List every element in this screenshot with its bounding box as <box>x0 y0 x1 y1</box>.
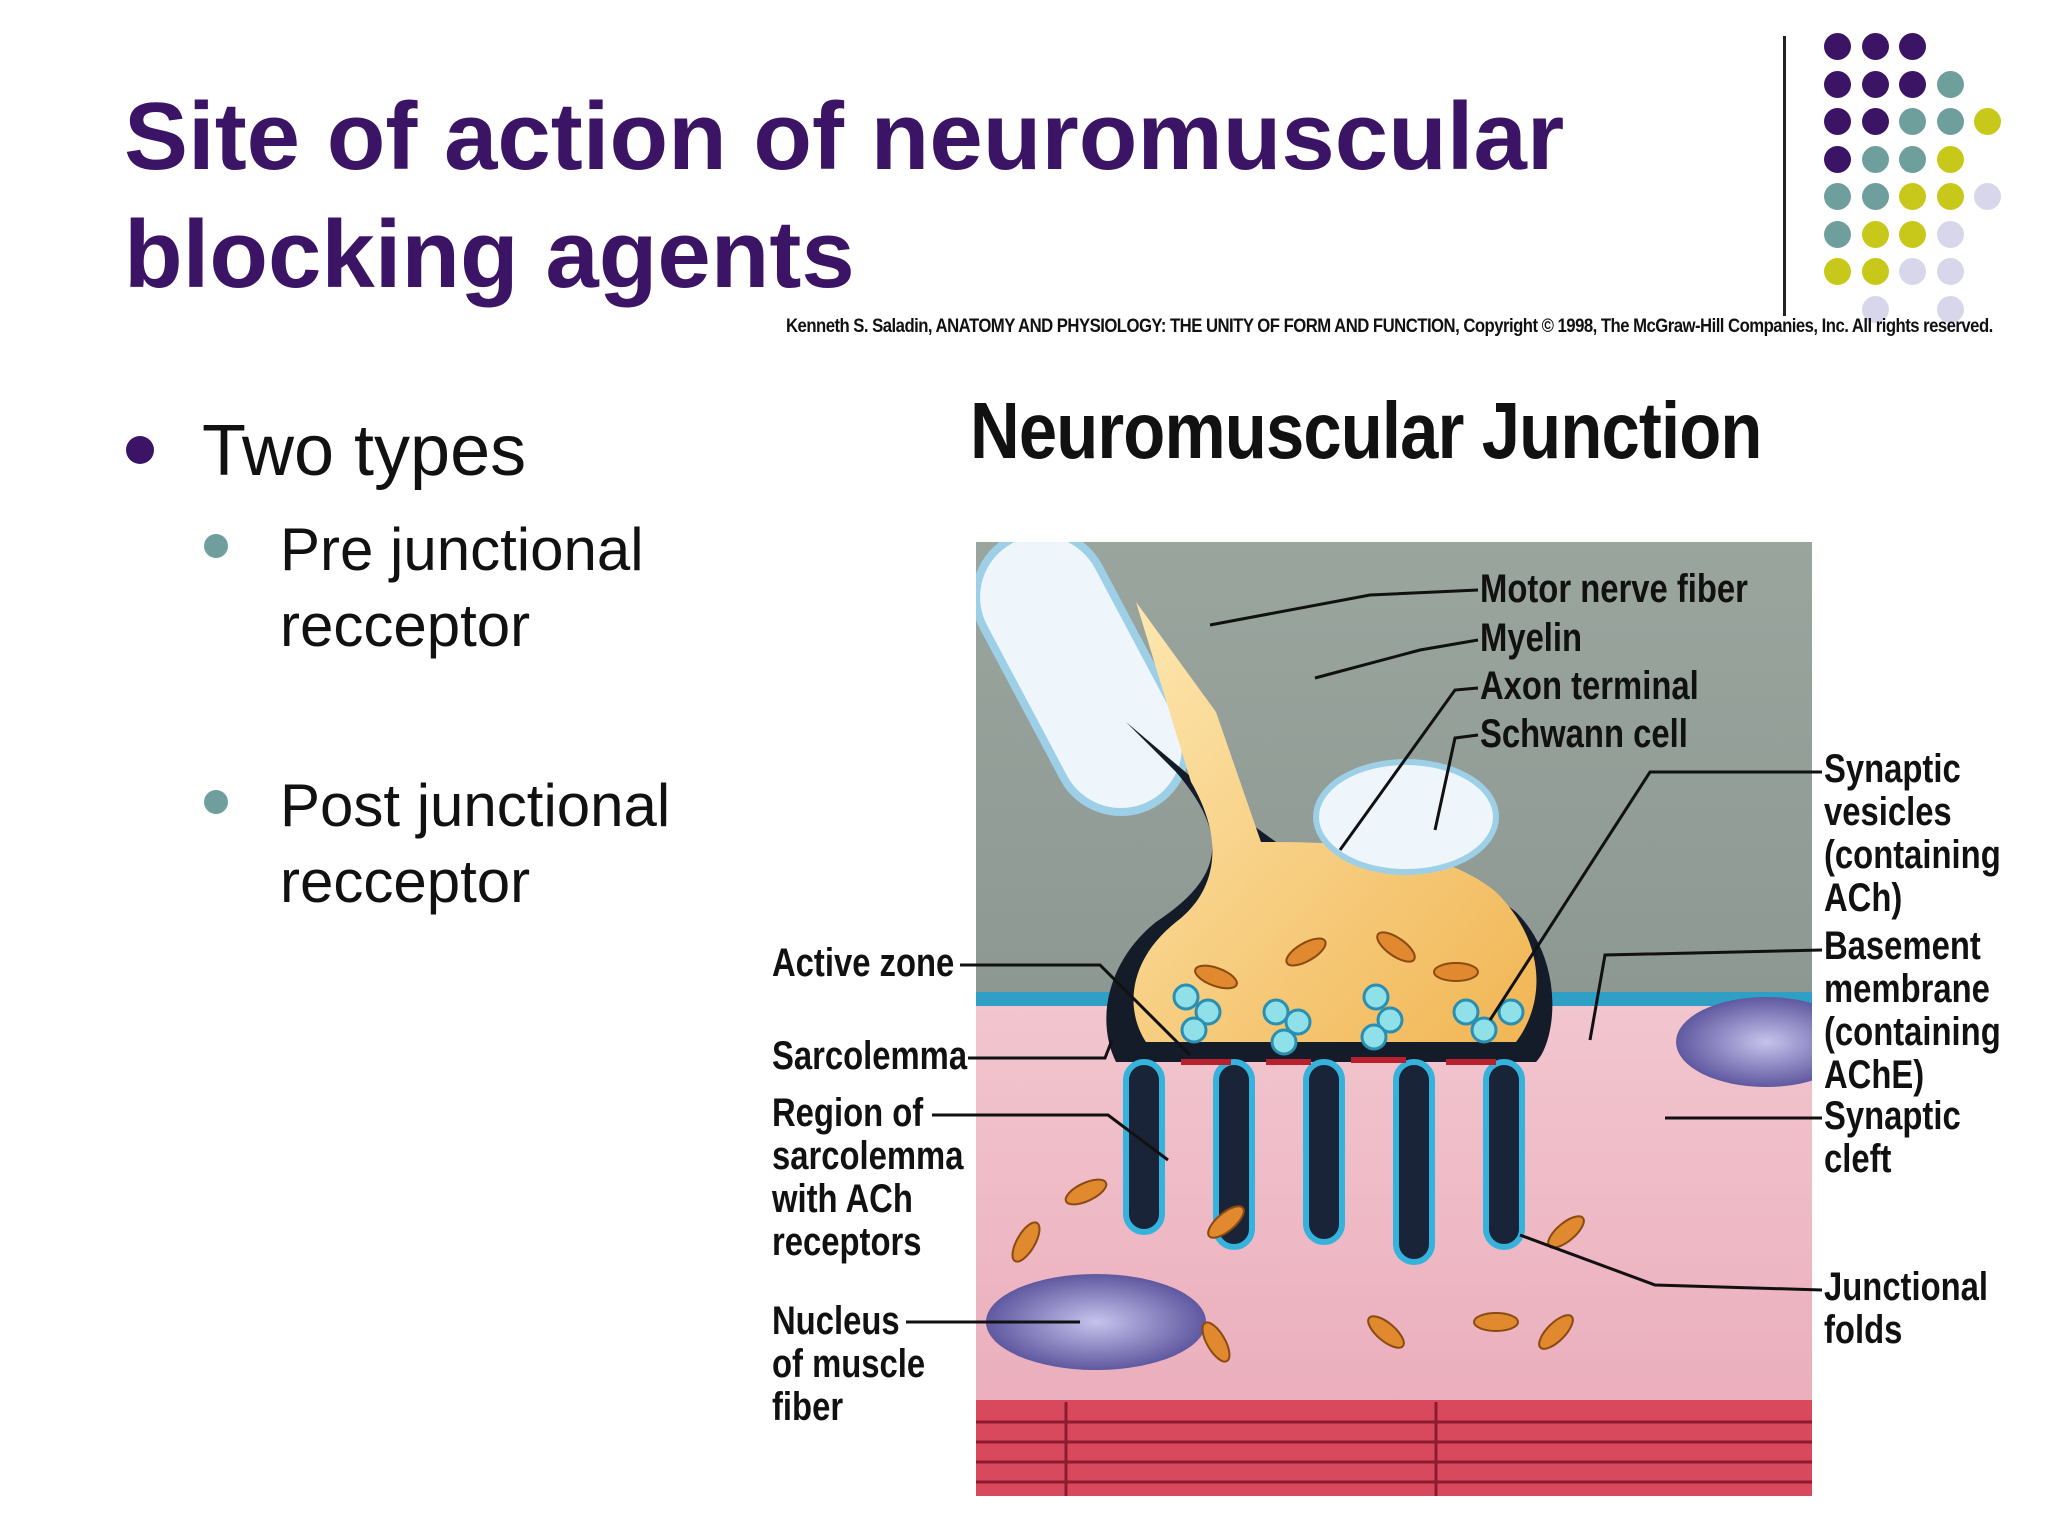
bullet-main-text: Two types <box>202 411 527 491</box>
label-active-zone: Active zone <box>772 941 955 985</box>
sub-bullet-line: recceptor <box>280 848 531 915</box>
label-line: Synaptic <box>1824 1094 1961 1138</box>
sub-bullet-text: Post junctional recceptor <box>280 768 840 920</box>
decorative-dot <box>1899 108 1926 135</box>
label-line: with ACh <box>772 1177 913 1221</box>
decorative-dot <box>1861 295 1889 323</box>
label-line: (containing <box>1824 1010 2001 1054</box>
label-line: vesicles <box>1824 790 1952 834</box>
label-line: of muscle <box>772 1342 926 1386</box>
label-line: Region of <box>772 1091 924 1135</box>
label-junctional-folds: Junctional folds <box>1824 1266 1988 1352</box>
muscle-nucleus <box>986 1274 1206 1370</box>
label-basement-membrane: Basement membrane (containing AChE) <box>1824 925 2001 1097</box>
label-nucleus-of-muscle-fiber: Nucleus of muscle fiber <box>772 1300 925 1429</box>
label-line: Synaptic <box>1824 747 1961 791</box>
decorative-dot <box>1936 183 1964 210</box>
label-line: ACh) <box>1824 876 1903 920</box>
myelin-sheath <box>976 542 1190 817</box>
decorative-dot <box>1824 183 1851 210</box>
decorative-dot <box>1861 108 1889 135</box>
label-axon-terminal: Axon terminal <box>1480 664 1699 708</box>
label-synaptic-vesicles: Synaptic vesicles (containing ACh) <box>1824 748 2001 920</box>
decorative-divider <box>1783 36 1786 316</box>
decorative-dot <box>1824 70 1851 98</box>
label-line: Basement <box>1824 924 1981 968</box>
sub-bullet-line: Post junctional <box>280 772 671 839</box>
label-line: folds <box>1824 1308 1903 1352</box>
sub-bullet-line: Pre junctional <box>280 516 644 583</box>
sub-bullet-marker <box>204 790 228 814</box>
decorative-dot <box>1861 145 1889 173</box>
mitochondria <box>1011 931 1585 1363</box>
decorative-dot <box>1824 220 1851 248</box>
axon-terminal <box>1133 602 1537 1042</box>
slide-title: Site of action of neuromuscular blocking… <box>124 78 1564 314</box>
decorative-dot <box>1861 258 1889 285</box>
sub-bullet-text: Pre junctional recceptor <box>280 512 840 664</box>
label-sarcolemma: Sarcolemma <box>772 1034 968 1078</box>
slide-title-line-1: Site of action of neuromuscular <box>124 83 1565 190</box>
decorative-dot <box>1899 258 1926 285</box>
decorative-dot <box>1936 258 1964 285</box>
decorative-dot <box>1861 33 1889 60</box>
label-line: cleft <box>1824 1137 1892 1181</box>
decorative-dot <box>1824 108 1851 135</box>
label-line: fiber <box>772 1385 844 1429</box>
decorative-dot <box>1824 258 1851 285</box>
decorative-dot <box>1936 145 1964 173</box>
decorative-dot <box>1936 295 1964 323</box>
label-motor-nerve-fiber: Motor nerve fiber <box>1480 567 1748 611</box>
decorative-dot <box>1899 220 1926 248</box>
decorative-dot <box>1861 220 1889 248</box>
label-myelin: Myelin <box>1480 616 1583 660</box>
label-line: Nucleus <box>772 1299 900 1343</box>
sub-bullet-marker <box>204 534 228 558</box>
decorative-dot <box>1974 183 2001 210</box>
schwann-cell <box>1313 759 1499 875</box>
decorative-dot <box>1824 33 1851 60</box>
label-region-of-sarcolemma: Region of sarcolemma with ACh receptors <box>772 1092 963 1264</box>
decorative-dot <box>1899 183 1926 210</box>
slide-title-line-2: blocking agents <box>124 201 855 308</box>
decorative-dot <box>1936 108 1964 135</box>
label-synaptic-cleft: Synaptic cleft <box>1824 1095 1961 1181</box>
sub-bullet-line: recceptor <box>280 592 531 659</box>
copyright-credit: Kenneth S. Saladin, ANATOMY AND PHYSIOLO… <box>786 316 1993 337</box>
decorative-dot-grid <box>0 0 2048 330</box>
diagram-title: Neuromuscular Junction <box>970 386 1762 475</box>
label-line: AChE) <box>1824 1053 1925 1097</box>
decorative-dot <box>1936 220 1964 248</box>
decorative-dot <box>1899 33 1926 60</box>
label-line: membrane <box>1824 967 1990 1011</box>
decorative-dot <box>1861 183 1889 210</box>
label-schwann-cell: Schwann cell <box>1480 712 1688 756</box>
decorative-dot <box>1899 70 1926 98</box>
label-line: receptors <box>772 1220 922 1264</box>
decorative-dot <box>1861 70 1889 98</box>
bullet-marker <box>126 436 154 464</box>
label-line: (containing <box>1824 833 2001 877</box>
decorative-dot <box>1899 145 1926 173</box>
decorative-dot <box>1824 145 1851 173</box>
decorative-dot <box>1936 70 1964 98</box>
label-line: sarcolemma <box>772 1134 964 1178</box>
label-line: Junctional <box>1824 1265 1989 1309</box>
decorative-dot <box>1974 108 2001 135</box>
myofibrils <box>976 1400 1812 1496</box>
